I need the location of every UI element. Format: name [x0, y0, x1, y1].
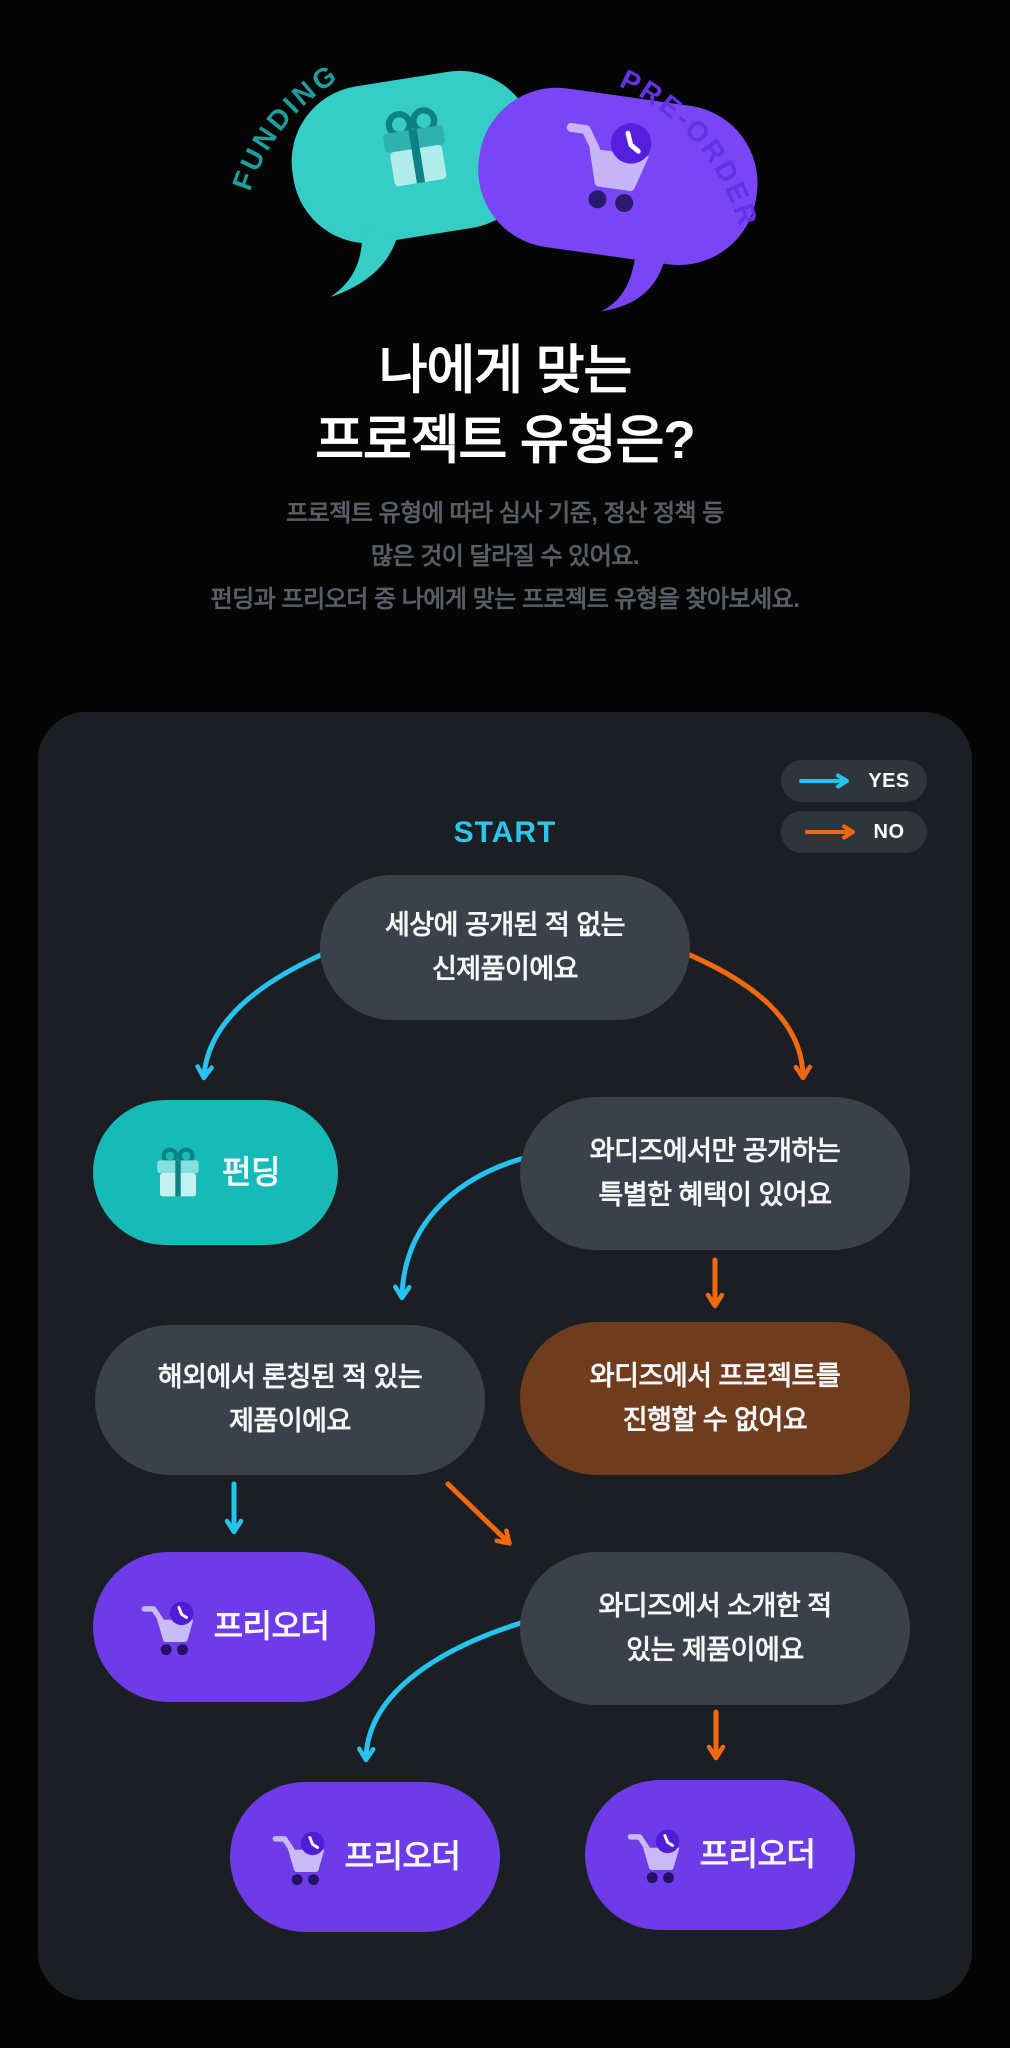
no-arrow-icon — [804, 824, 855, 840]
preorder-bubble — [478, 87, 758, 312]
node-result-cannot-proceed: 와디즈에서 프로젝트를 진행할 수 없어요 — [520, 1322, 910, 1475]
legend-yes: YES — [781, 760, 927, 802]
yes-arrow-icon — [799, 773, 850, 789]
node-question-new-product: 세상에 공개된 적 없는 신제품이에요 — [320, 875, 690, 1020]
hero-bubbles: FUNDING PRE-ORDER — [226, 57, 761, 312]
node-question-wadiz-exclusive: 와디즈에서만 공개하는 특별한 혜택이 있어요 — [520, 1097, 910, 1250]
edge-q2-q3-yes — [393, 1155, 527, 1301]
legend-no: NO — [781, 811, 927, 853]
node-question-launched-overseas: 해외에서 론칭된 적 있는 제품이에요 — [95, 1325, 485, 1475]
preorder-label: 프리오더 — [699, 1836, 816, 1873]
gift-icon — [157, 1147, 199, 1196]
cart-clock-icon — [141, 1601, 193, 1656]
cart-clock-icon — [566, 122, 652, 213]
legend-no-label: NO — [873, 820, 905, 843]
funding-label: 펀딩 — [222, 1153, 280, 1190]
legend: YES NO — [781, 760, 927, 853]
page-title: 나에게 맞는 프로젝트 유형은? — [315, 341, 695, 470]
node-result-preorder-3: 프리오더 — [585, 1780, 855, 1930]
node-result-funding: 펀딩 — [93, 1100, 338, 1245]
gift-icon — [383, 107, 447, 187]
node-result-preorder-1: 프리오더 — [93, 1552, 375, 1702]
legend-yes-label: YES — [868, 769, 910, 792]
node-question-introduced-on-wadiz: 와디즈에서 소개한 적 있는 제품이에요 — [520, 1552, 910, 1705]
edge-q1-funding-yes — [195, 947, 335, 1081]
node-result-preorder-2: 프리오더 — [230, 1782, 500, 1932]
cart-clock-icon — [627, 1829, 679, 1884]
edge-q3-q4-no — [445, 1481, 512, 1546]
flowchart-panel: YES NO START — [38, 712, 972, 2000]
edge-q1-q2-no — [675, 947, 813, 1081]
preorder-label: 프리오더 — [344, 1838, 461, 1875]
preorder-label: 프리오더 — [213, 1608, 330, 1645]
funding-bubble — [291, 70, 537, 297]
cart-clock-icon — [272, 1831, 324, 1886]
edge-q4-preorder-yes — [357, 1619, 527, 1763]
start-label: START — [453, 816, 557, 849]
page-subtitle: 프로젝트 유형에 따라 심사 기준, 정산 정책 등 많은 것이 달라질 수 있… — [210, 500, 800, 614]
